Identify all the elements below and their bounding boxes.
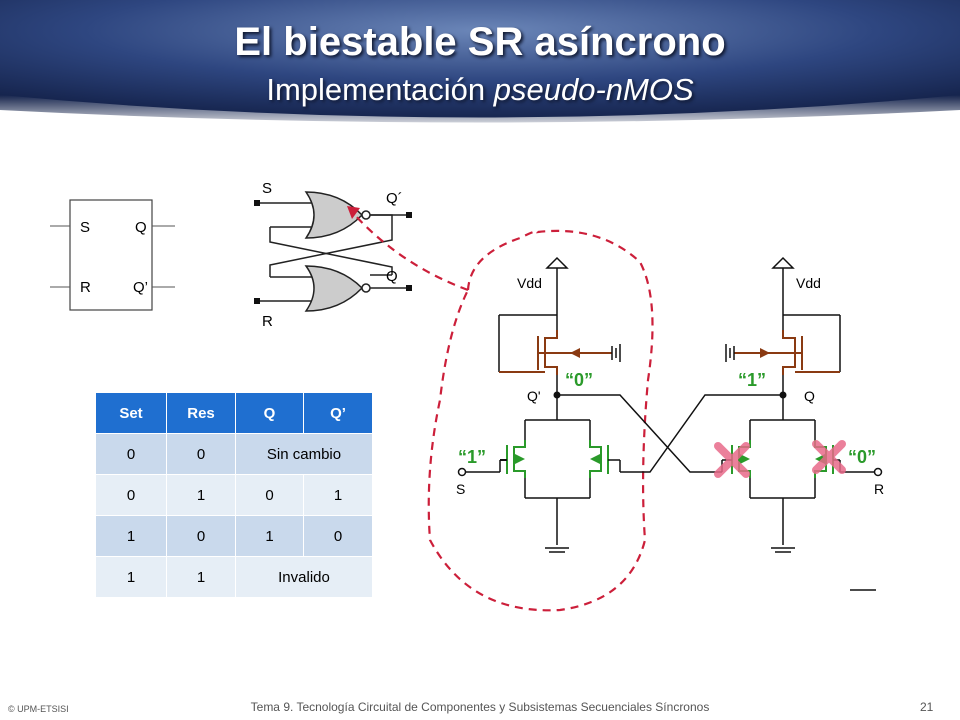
table-cell: Invalido [235,556,373,598]
table-row: 1 1 Invalido [95,556,373,598]
value-left-input: “1” [458,447,486,467]
cross-wire-q [620,394,783,473]
nmos-right-1-arrow [740,454,750,464]
table-row: 1 0 1 0 [95,515,373,557]
cross-icon-right-1b [714,442,750,478]
vdd-icon-right [771,256,795,269]
s-input-label: S [456,481,465,497]
nmos-left-1 [513,440,526,478]
nor-top-bubble [361,210,371,220]
table-cell: 0 [95,433,167,475]
subtitle-italic: pseudo-nMOS [493,72,694,107]
gate-label-r: R [262,313,273,330]
truth-table: Set Res Q Q’ 0 0 Sin cambio 0 1 0 1 1 0 … [95,392,373,598]
slide-subtitle: Implementación pseudo-nMOS [0,72,960,108]
pin-r [254,298,260,304]
nmos-right-1 [738,440,751,478]
node-qbar-dot [553,391,561,399]
block-body [69,199,153,311]
vdd-label-right: Vdd [796,275,821,291]
qbar-node-label: Q' [527,388,541,404]
table-cell: 1 [95,515,167,557]
title-banner [0,0,960,130]
nmos-left-2 [589,440,602,478]
nor-gate-bottom [304,265,364,312]
table-row: 0 1 0 1 [95,474,373,516]
table-cell: 0 [235,474,304,516]
value-right-top: “1” [738,370,766,390]
header-set: Set [95,392,167,434]
table-cell: 0 [303,515,373,557]
header-res: Res [166,392,236,434]
nmos-left-1-arrow [515,454,525,464]
table-cell: 0 [166,433,236,475]
nmos-left-2-arrow [590,454,600,464]
pin-q [406,285,412,291]
r-input-label: R [874,481,884,497]
table-cell: 1 [303,474,373,516]
value-right-input: “0” [848,447,876,467]
vdd-label-left: Vdd [517,275,542,291]
gate-label-q: Q [386,268,398,285]
truth-table-header: Set Res Q Q’ [95,392,373,434]
table-cell: 1 [166,474,236,516]
nor-latch-diagram: S Q´ Q R [254,180,412,330]
slide-title: El biestable SR asíncrono [234,20,726,64]
pin-s [254,200,260,206]
node-q-dot [779,391,787,399]
table-cell: 1 [235,515,304,557]
value-left-top: “0” [565,370,593,390]
subtitle-plain: Implementación [266,72,494,107]
block-label-q: Q [135,219,147,236]
footer-course: Tema 9. Tecnología Circuital de Componen… [250,700,710,714]
table-cell: Sin cambio [235,433,373,475]
footer-copyright: © UPM-ETSISI [8,704,69,714]
sr-block-symbol: S Q R Q’ [50,199,175,311]
cross-icon-right-2b [812,440,846,474]
pointer-arrowhead [347,206,360,219]
s-input-pin [457,467,467,477]
r-input-pin [873,467,883,477]
pmos-left-arrow [570,348,580,358]
table-cell: 1 [95,556,167,598]
pin-qbar [406,212,412,218]
nor-gate-top [304,191,364,239]
block-label-s: S [80,219,90,236]
table-row: 0 0 Sin cambio [95,433,373,475]
block-label-r: R [80,279,91,296]
cross-wire-qbar [557,394,722,473]
wire-cross-1 [269,227,393,275]
block-label-qbar: Q’ [133,279,148,296]
nor-bottom-bubble [361,283,371,293]
table-cell: 0 [166,515,236,557]
header-qbar: Q’ [303,392,373,434]
gate-label-s: S [262,180,272,197]
dashed-highlight [427,229,654,612]
dashed-pointer [351,211,469,292]
vdd-icon-left [545,256,569,269]
pmos-right-arrow [760,348,770,358]
q-node-label: Q [804,388,815,404]
table-cell: 0 [95,474,167,516]
page-number: 21 [920,700,934,714]
gate-label-qbar: Q´ [386,190,403,207]
